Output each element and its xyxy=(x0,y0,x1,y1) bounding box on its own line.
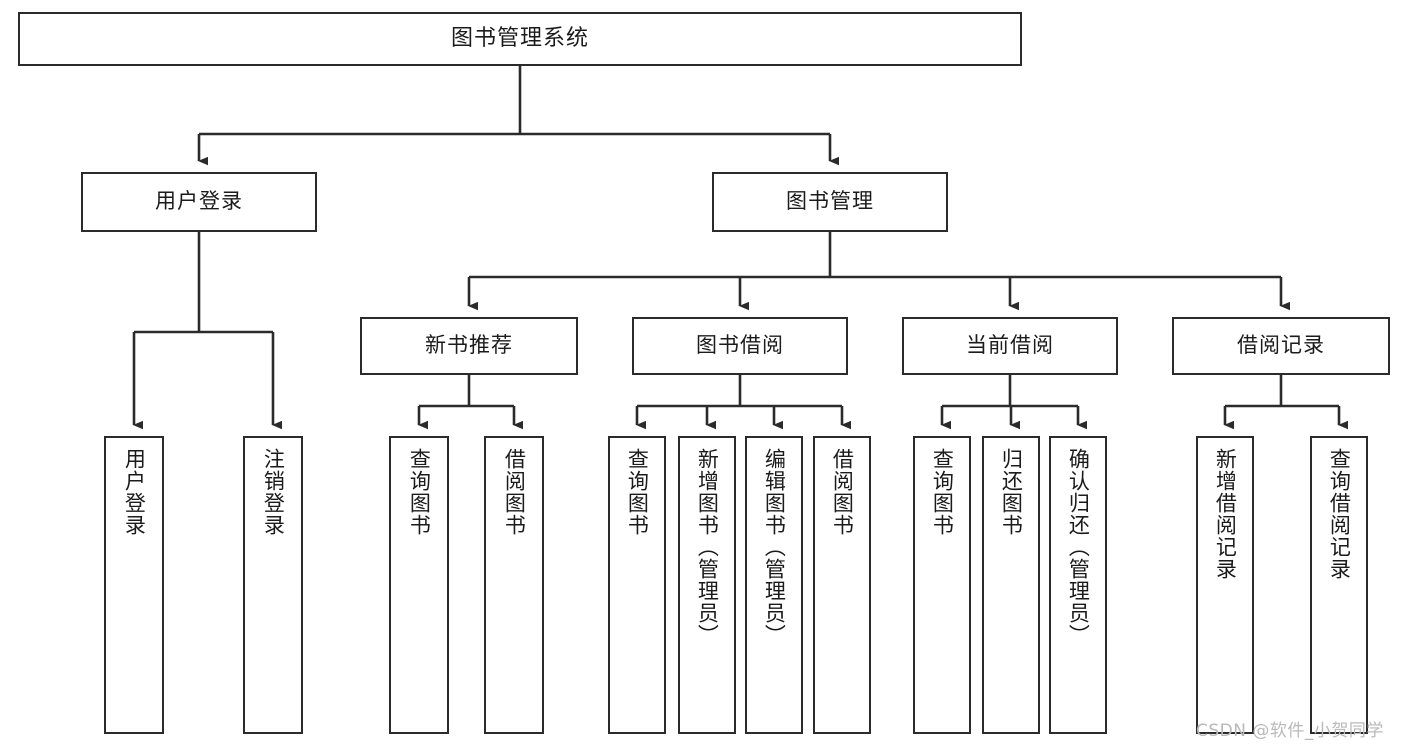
node-label: 确认归还（管理员） xyxy=(1066,448,1091,646)
node-label: 查询图书 xyxy=(407,448,432,536)
node-root[interactable]: 图书管理系统 xyxy=(18,12,1022,66)
node-book-borrow[interactable]: 图书借阅 xyxy=(632,317,848,375)
node-leaf-query-book-3[interactable]: 查询图书 xyxy=(913,436,971,734)
node-label: 查询图书 xyxy=(625,448,650,536)
node-label: 图书借阅 xyxy=(696,333,784,358)
node-label: 用户登录 xyxy=(122,448,147,536)
node-leaf-query-book-2[interactable]: 查询图书 xyxy=(608,436,666,734)
node-label: 新增借阅记录 xyxy=(1213,448,1238,580)
node-leaf-user-login[interactable]: 用户登录 xyxy=(104,436,164,734)
node-leaf-add-book-admin[interactable]: 新增图书（管理员） xyxy=(678,436,736,734)
connector-lines xyxy=(132,66,1348,430)
node-label: 归还图书 xyxy=(999,448,1024,536)
node-label: 图书管理系统 xyxy=(450,25,589,51)
node-leaf-add-borrow-record[interactable]: 新增借阅记录 xyxy=(1196,436,1254,734)
node-label: 借阅图书 xyxy=(502,448,527,536)
node-borrow-record[interactable]: 借阅记录 xyxy=(1172,317,1390,375)
node-label: 借阅记录 xyxy=(1237,333,1325,358)
node-leaf-borrow-book-2[interactable]: 借阅图书 xyxy=(813,436,871,734)
node-label: 借阅图书 xyxy=(830,448,855,536)
node-leaf-edit-book-admin[interactable]: 编辑图书（管理员） xyxy=(745,436,803,734)
node-leaf-confirm-return-admin[interactable]: 确认归还（管理员） xyxy=(1049,436,1107,734)
node-label: 查询借阅记录 xyxy=(1327,448,1352,580)
node-user-login[interactable]: 用户登录 xyxy=(81,172,317,232)
node-leaf-borrow-book-1[interactable]: 借阅图书 xyxy=(484,436,544,734)
node-leaf-query-borrow-record[interactable]: 查询借阅记录 xyxy=(1310,436,1368,734)
node-label: 注销登录 xyxy=(261,448,286,536)
node-new-book-recommend[interactable]: 新书推荐 xyxy=(360,317,578,375)
node-leaf-query-book-1[interactable]: 查询图书 xyxy=(389,436,449,734)
node-leaf-return-book[interactable]: 归还图书 xyxy=(982,436,1040,734)
node-label: 用户登录 xyxy=(155,189,243,214)
node-current-borrow[interactable]: 当前借阅 xyxy=(902,317,1118,375)
node-label: 查询图书 xyxy=(930,448,955,536)
node-label: 图书管理 xyxy=(786,189,874,214)
node-label: 新增图书（管理员） xyxy=(695,448,720,646)
node-book-manage[interactable]: 图书管理 xyxy=(712,172,948,232)
node-label: 新书推荐 xyxy=(425,333,513,358)
csdn-watermark: CSDN @软件_小贺同学 xyxy=(1196,721,1384,741)
node-label: 编辑图书（管理员） xyxy=(762,448,787,646)
node-leaf-logout-login[interactable]: 注销登录 xyxy=(243,436,303,734)
node-label: 当前借阅 xyxy=(966,333,1054,358)
